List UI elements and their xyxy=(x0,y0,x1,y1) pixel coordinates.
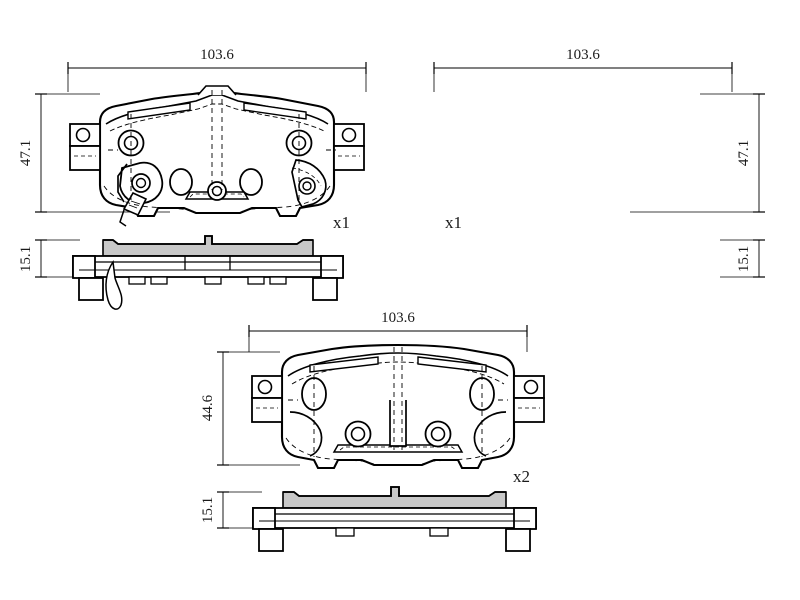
pad-inner-lobe-right xyxy=(473,411,507,457)
pad-inner-clip-b xyxy=(429,527,449,537)
dimension-thickness-right-pad: 15.1 xyxy=(720,239,765,278)
pad-inner-clip-a xyxy=(335,527,355,537)
pad-inner-upper-chamfer xyxy=(287,352,509,377)
dim-height-inner-label: 44.6 xyxy=(200,394,216,421)
pad-left-side-view xyxy=(72,235,344,310)
pad-inner-hidden-lines xyxy=(288,347,508,457)
pad-inner-bottom-tab-hidden xyxy=(339,446,457,451)
pad-inner-lower-contour-b xyxy=(421,437,511,465)
pad-left-clip-b xyxy=(150,276,168,285)
dim-thickness-right-label: 15.1 xyxy=(736,246,752,272)
pad-left-upper-slot-b xyxy=(243,102,307,120)
pad-left-oval-hole-right xyxy=(239,168,263,196)
pad-left-clip-e xyxy=(269,276,287,285)
dim-thickness-left-label: 15.1 xyxy=(18,246,34,272)
pad-left-lower-contour-a xyxy=(103,185,197,213)
pad-inner-round-hole-left xyxy=(344,420,372,448)
view-pad-inner: 103.6 44.6 15.1 xyxy=(200,310,545,552)
pad-inner-lobe-left xyxy=(289,411,323,457)
qty-label-left-pad: x1 xyxy=(333,213,350,232)
dim-height-left-label: 47.1 xyxy=(18,140,34,166)
dim-width-left-label: 103.6 xyxy=(200,47,234,63)
pad-left-clip-c xyxy=(204,276,222,285)
pad-inner-upper-slot-b xyxy=(417,356,487,373)
pad-inner-front-view xyxy=(251,343,545,470)
pad-left-right-lobe xyxy=(291,159,327,208)
pad-inner-mounting-ear-left xyxy=(251,375,283,423)
view-pad-right: 103.6 47.1 15.1 xyxy=(433,47,765,278)
pad-inner-backing-plate-side xyxy=(252,507,537,529)
pad-inner-side-ear-left xyxy=(252,507,284,552)
pad-left-lower-contour-b xyxy=(239,185,331,213)
pad-left-friction-top-edge xyxy=(103,235,313,245)
dimension-height-left-pad: 47.1 xyxy=(18,93,170,213)
pad-inner-round-hole-right xyxy=(424,420,452,448)
pad-left-top-tab xyxy=(197,85,237,96)
dim-thickness-inner-label: 15.1 xyxy=(200,497,216,523)
pad-left-center-hole xyxy=(207,181,227,201)
pad-left-clip-d xyxy=(247,276,265,285)
pad-left-hidden-lines xyxy=(108,90,336,203)
pad-inner-lower-contour-a xyxy=(285,437,375,465)
pad-left-front-view xyxy=(69,85,365,227)
dim-height-right-label: 47.1 xyxy=(736,140,752,166)
dimension-width-right-pad: 103.6 xyxy=(433,47,733,92)
pad-inner-upper-slot-a xyxy=(309,356,379,373)
pad-left-mounting-ear-right xyxy=(333,123,365,171)
pad-left-mounting-ear-left xyxy=(69,123,101,171)
dimension-width-inner-pad: 103.6 xyxy=(248,310,528,352)
qty-label-right-pad: x1 xyxy=(445,213,462,232)
qty-label-inner-pad: x2 xyxy=(513,467,530,486)
pad-inner-side-ear-right xyxy=(505,507,537,552)
pad-left-side-sensor-wire xyxy=(105,259,123,310)
pad-inner-center-stem xyxy=(389,400,407,447)
dim-width-right-label: 103.6 xyxy=(566,47,600,63)
pad-left-oval-hole-left xyxy=(169,168,193,196)
dimension-height-right-pad: 47.1 xyxy=(630,93,765,213)
dimension-width-left-pad: 103.6 xyxy=(67,47,367,92)
dim-width-inner-label: 103.6 xyxy=(381,310,415,326)
pad-inner-mounting-ear-right xyxy=(513,375,545,423)
pad-left-upper-slot-a xyxy=(127,102,191,120)
pad-left-side-ear-right xyxy=(312,255,344,301)
pad-inner-friction-top-edge xyxy=(283,486,506,497)
pad-left-clip-a xyxy=(128,276,146,285)
view-pad-left: 103.6 47.1 15.1 xyxy=(18,47,367,310)
dimension-height-inner-pad: 44.6 xyxy=(200,351,300,466)
pad-inner-side-view xyxy=(252,486,537,552)
pad-left-side-ear-left xyxy=(72,255,104,301)
